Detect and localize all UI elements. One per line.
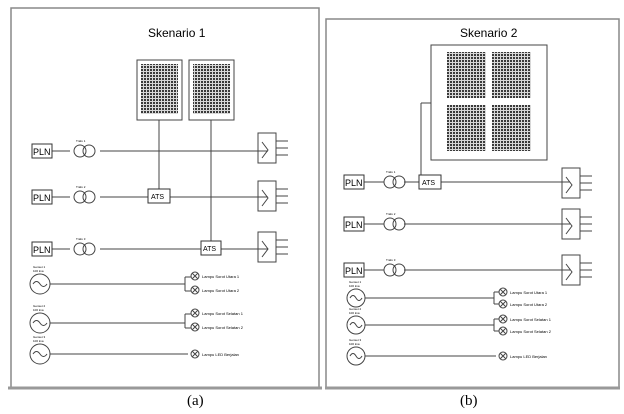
transformer-label: Trafo 2: [386, 212, 396, 216]
lamp-symbol: [190, 271, 200, 281]
generator-rating: 100 kva: [349, 284, 360, 288]
generator-label: Genset 3: [349, 338, 362, 342]
lamp-label: Lampu Sorot Selatan 2: [510, 329, 552, 334]
pln-label: PLN: [33, 193, 51, 203]
caption-b: (b): [460, 393, 478, 409]
load-box: [257, 132, 288, 164]
scenario-1-title: Skenario 1: [148, 26, 206, 40]
generator-rating: 100 kva: [33, 269, 44, 273]
pln-box: [343, 216, 365, 232]
load-box: [561, 254, 592, 286]
transformer-symbol: [383, 217, 406, 231]
pln-box: [31, 189, 53, 205]
generator-symbol: [29, 343, 188, 365]
generator-label: Genset 2: [349, 307, 362, 311]
generator-symbol: [346, 346, 496, 366]
ats-box: [418, 174, 442, 190]
load-box: [561, 167, 592, 199]
load-box: [257, 180, 288, 212]
pln-box: [31, 143, 53, 159]
lamp-label: Lampu Sorot Utara 2: [202, 288, 240, 293]
scenario-1-panel: [8, 7, 322, 390]
lamp-symbol: [190, 308, 200, 318]
generator-label: Genset 1: [33, 265, 46, 269]
generator-rating: 100 kva: [33, 308, 44, 312]
lamp-label: Lampu LED Berjalan: [510, 354, 547, 359]
lamp-label: Lampu Sorot Utara 1: [510, 290, 548, 295]
lamp-label: Lampu Sorot Selatan 2: [202, 325, 244, 330]
pln-label: PLN: [345, 178, 363, 188]
pln-label: PLN: [345, 266, 363, 276]
generator-rating: 100 kva: [349, 311, 360, 315]
generator-rating: 100 kva: [33, 339, 44, 343]
lamp-symbol: [498, 287, 508, 297]
generator-symbol: [346, 288, 494, 308]
ats-label: ATS: [151, 194, 164, 201]
pln-label: PLN: [345, 220, 363, 230]
lamp-label: Lampu LED Berjalan: [202, 352, 239, 357]
generator-symbol: [29, 273, 185, 295]
transformer-label: Trafo 3: [76, 237, 86, 241]
lamp-symbol: [190, 349, 200, 359]
transformer-label: Trafo 1: [386, 170, 396, 174]
generator-label: Genset 2: [33, 304, 46, 308]
ats-label: ATS: [422, 180, 435, 187]
transformer-symbol: [383, 263, 406, 277]
caption-a: (a): [187, 393, 204, 409]
transformer-symbol: [73, 190, 96, 204]
transformer-symbol: [73, 242, 96, 256]
generator-rating: 100 kva: [349, 342, 360, 346]
pln-box: [343, 174, 365, 190]
lamp-label: Lampu Sorot Selatan 1: [510, 317, 552, 322]
lamp-symbol: [498, 314, 508, 324]
lamp-symbol: [498, 351, 508, 361]
generator-symbol: [346, 315, 494, 335]
scenario-2-panel: [325, 18, 620, 390]
transformer-label: Trafo 1: [76, 139, 86, 143]
lamp-symbol: [190, 322, 200, 332]
generator-label: Genset 1: [349, 280, 362, 284]
lamp-symbol: [498, 299, 508, 309]
ats-box: [147, 188, 171, 204]
solar-panel-array-1: [136, 59, 235, 121]
transformer-symbol: [383, 175, 406, 189]
ats-label: ATS: [203, 246, 216, 253]
lamp-label: Lampu Sorot Utara 1: [202, 274, 240, 279]
pln-label: PLN: [33, 147, 51, 157]
pln-box: [343, 262, 365, 278]
lamp-label: Lampu Sorot Selatan 1: [202, 311, 244, 316]
load-box: [561, 208, 592, 240]
generator-symbol: [29, 312, 185, 334]
load-box: [257, 231, 288, 263]
generator-label: Genset 3: [33, 335, 46, 339]
lamp-symbol: [498, 326, 508, 336]
ats-box: [200, 240, 222, 256]
lamp-symbol: [190, 285, 200, 295]
pln-box: [31, 241, 53, 257]
pln-label: PLN: [33, 245, 51, 255]
lamp-label: Lampu Sorot Utara 2: [510, 302, 548, 307]
solar-panel-array-2: [430, 44, 548, 161]
scenario-2-title: Skenario 2: [460, 26, 518, 40]
transformer-symbol: [73, 144, 96, 158]
transformer-label: Trafo 3: [386, 258, 396, 262]
transformer-label: Trafo 2: [76, 185, 86, 189]
